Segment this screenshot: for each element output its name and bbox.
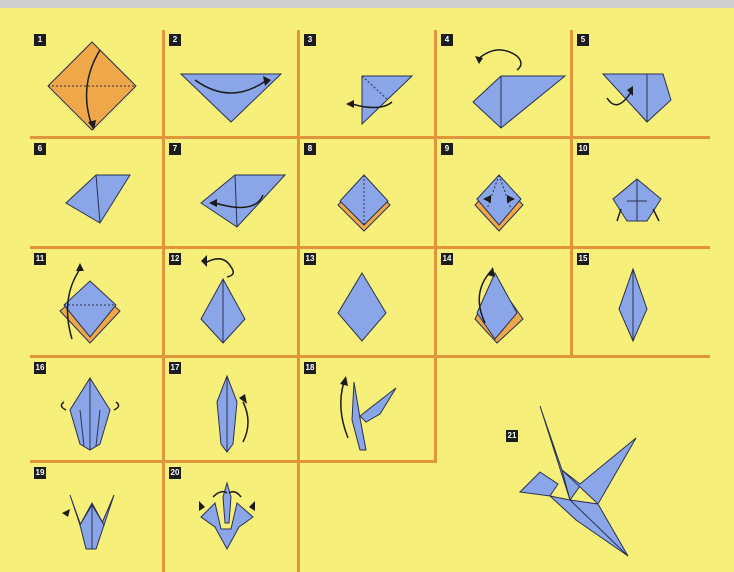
petal-fold-diagram xyxy=(30,249,162,355)
step-10-panel: 10 xyxy=(573,139,710,246)
crane-wings-diagram xyxy=(30,463,162,572)
step-16-panel: 16 xyxy=(30,358,162,460)
bird-base-diagram xyxy=(165,249,297,355)
fold-and-unfold-diagram xyxy=(165,139,297,246)
step-21-finished-crane: 21 xyxy=(500,400,650,560)
step-8-panel: 8 xyxy=(300,139,434,246)
step-17-panel: 17 xyxy=(165,358,297,460)
step-14-panel: 14 xyxy=(437,249,570,355)
crane-pull-wings-diagram xyxy=(165,463,297,572)
triangle-fold-diagram xyxy=(165,30,297,136)
square-paper-diagram xyxy=(30,30,162,136)
step-13-panel: 13 xyxy=(300,249,434,355)
squash-fold-diagram xyxy=(300,30,434,136)
narrowed-base-diagram xyxy=(573,249,710,355)
reverse-fold-neck-diagram xyxy=(165,358,297,460)
step-18-panel: 18 xyxy=(300,358,434,460)
step-19-panel: 19 xyxy=(30,463,162,572)
bird-base-back-diagram xyxy=(300,249,434,355)
step-4-panel: 4 xyxy=(437,30,570,136)
turn-over-diagram xyxy=(437,30,570,136)
finished-crane-diagram xyxy=(500,400,650,560)
step-6-panel: 6 xyxy=(30,139,162,246)
inside-reverse-fold-diagram xyxy=(30,358,162,460)
step-12-panel: 12 xyxy=(165,249,297,355)
step-9-panel: 9 xyxy=(437,139,570,246)
step-1-panel: 1 xyxy=(30,30,162,136)
kite-fold-diagram xyxy=(437,139,570,246)
step-3-panel: 3 xyxy=(300,30,434,136)
step-5-panel: 5 xyxy=(573,30,710,136)
step-20-panel: 20 xyxy=(165,463,297,572)
step-15-panel: 15 xyxy=(573,249,710,355)
preliminary-base-diagram xyxy=(300,139,434,246)
step-11-panel: 11 xyxy=(30,249,162,355)
step-2-panel: 2 xyxy=(165,30,297,136)
squash-fold-back-diagram xyxy=(573,30,710,136)
step-7-panel: 7 xyxy=(165,139,297,246)
narrow-fold-diagram xyxy=(437,249,570,355)
fold-head-diagram xyxy=(300,358,434,460)
kite-unfold-diagram xyxy=(573,139,710,246)
square-base-diagram xyxy=(30,139,162,246)
